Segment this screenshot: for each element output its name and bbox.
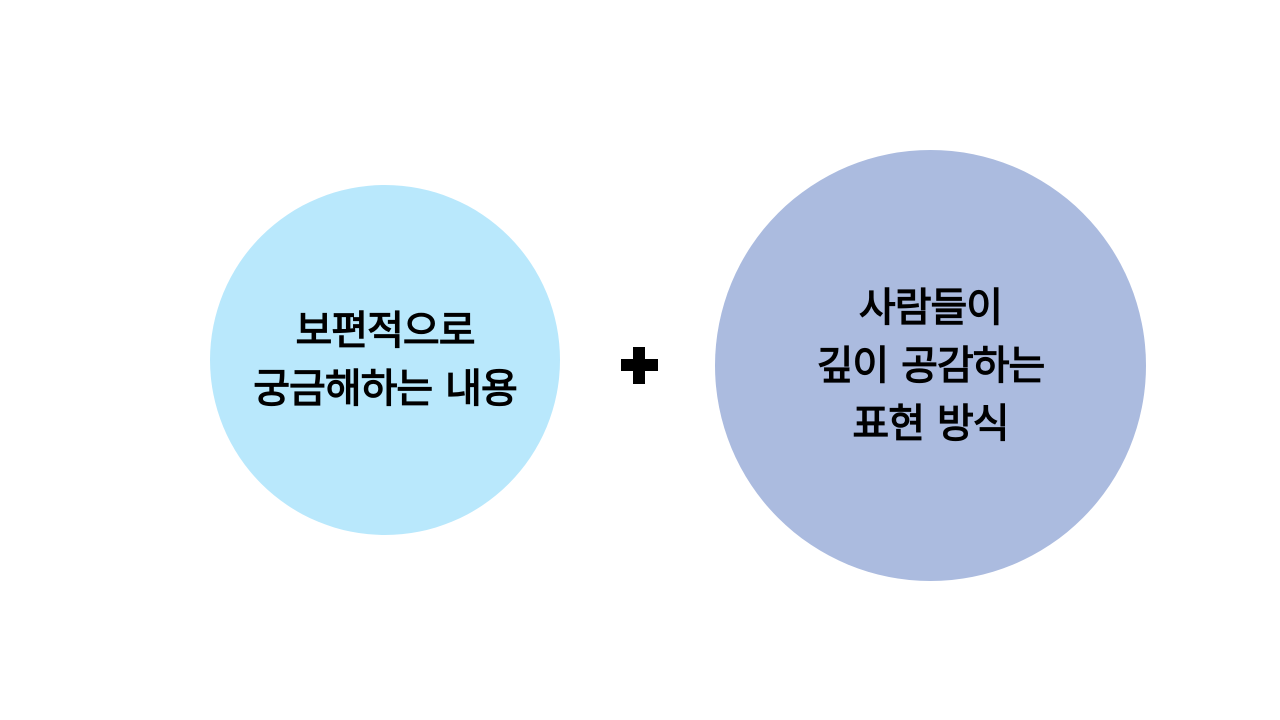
right-circle-line: 깊이 공감하는 — [816, 342, 1046, 389]
right-circle-line: 사람들이 — [858, 284, 1003, 331]
left-circle-line: 보편적으로 — [295, 308, 476, 354]
plus-vertical-bar — [633, 347, 645, 384]
plus-icon — [621, 347, 658, 384]
right-circle-line: 표현 방식 — [852, 400, 1009, 447]
left-circle-line: 궁금해하는 내용 — [253, 366, 518, 412]
left-circle: 보편적으로 궁금해하는 내용 — [210, 185, 560, 535]
right-circle: 사람들이 깊이 공감하는 표현 방식 — [715, 150, 1146, 581]
